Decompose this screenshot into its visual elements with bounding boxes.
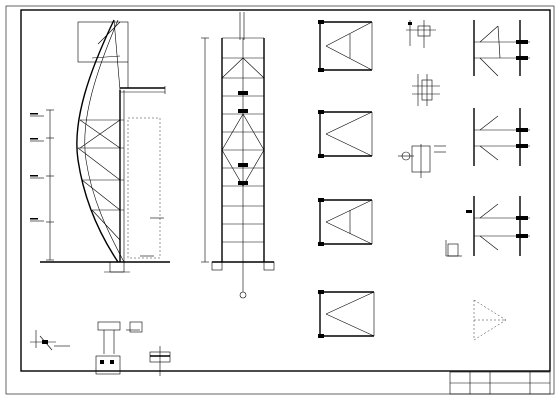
- truss-detail-2: [318, 110, 373, 158]
- column-connection-1: [473, 20, 530, 77]
- truss-detail-4: [318, 290, 375, 338]
- column-connection-3: [466, 196, 530, 256]
- title-block: [449, 371, 551, 395]
- node-detail-bolt: [398, 144, 446, 178]
- node-detail-small: [445, 240, 462, 257]
- truss-detail-1: [318, 20, 373, 72]
- base-plate-detail-3: [149, 346, 171, 376]
- truss-detail-3: [318, 198, 373, 246]
- sheet-outer-border: [5, 5, 555, 395]
- node-detail-top: [406, 20, 436, 48]
- node-detail-mid: [412, 74, 440, 106]
- base-plate-detail-2: [95, 321, 143, 375]
- ladder-truss-elevation: [201, 12, 275, 299]
- sheet-inner-border: [20, 9, 551, 372]
- curved-truss-elevation: [30, 19, 170, 273]
- column-connection-2: [473, 108, 530, 166]
- base-plate-detail-1: [30, 330, 70, 351]
- faint-triangle-detail: [473, 299, 507, 341]
